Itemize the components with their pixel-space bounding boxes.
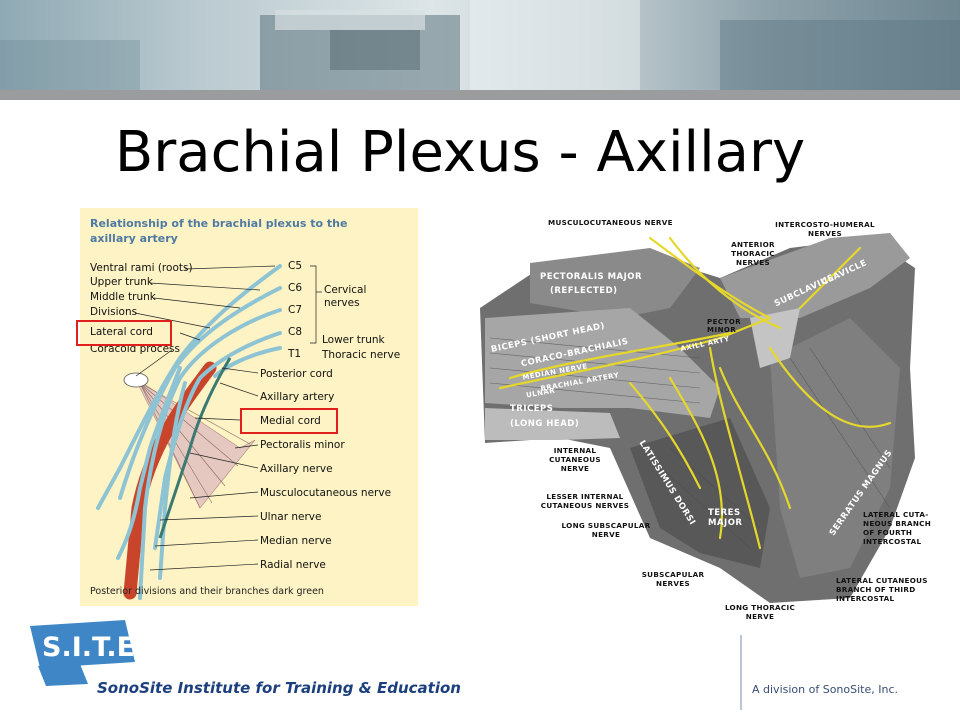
label-median-nerve: Median nerve (260, 535, 332, 547)
leader-lines (134, 265, 322, 571)
label-long-subscapular: LONG SUBSCAPULAR NERVE (561, 521, 651, 539)
muscle-reflected: (REFLECTED) (550, 286, 618, 296)
diagram-footnote: Posterior divisions and their branches d… (90, 586, 324, 597)
label-medial-cord: Medial cord (260, 415, 321, 427)
label-anterior-thoracic: ANTERIOR THORACIC NERVES (731, 240, 775, 267)
label-divisions: Divisions (90, 306, 138, 318)
yellow-nerves (498, 236, 892, 550)
label-intercosto-humeral: INTERCOSTO-HUMERAL NERVES (775, 220, 875, 238)
label-lesser-internal-cutaneous: LESSER INTERNAL CUTANEOUS NERVES (540, 492, 630, 510)
highlight-medial-cord (240, 408, 338, 434)
muscle-pector-minor: PECTOR MINOR (707, 318, 742, 334)
site-logo-icon: S.I.T.E. (30, 620, 145, 686)
footer-divider (740, 635, 742, 710)
dissection-graphic (480, 233, 915, 603)
footer-tagline: SonoSite Institute for Training & Educat… (97, 679, 461, 697)
brachial-plexus-diagram: Relationship of the brachial plexus to t… (76, 208, 418, 606)
header-banner-photo (0, 0, 960, 90)
label-lower-trunk: Lower trunk (322, 334, 385, 346)
label-ventral-rami: Ventral rami (roots) (90, 262, 193, 274)
footer-division-text: A division of SonoSite, Inc. (752, 683, 898, 696)
label-lateral-cord: Lateral cord (90, 326, 153, 338)
label-middle-trunk: Middle trunk (90, 291, 156, 303)
label-musculocutaneous-nerve-right: MUSCULOCUTANEOUS NERVE (548, 218, 673, 227)
label-internal-cutaneous: INTERNAL CUTANEOUS NERVE (549, 446, 601, 473)
banner-graphic (0, 0, 960, 90)
label-c7: C7 (288, 304, 303, 316)
label-upper-trunk: Upper trunk (90, 276, 153, 288)
coracoid-process-shape (123, 372, 149, 388)
label-pectoralis-minor: Pectoralis minor (260, 439, 345, 451)
highlight-lateral-cord (76, 320, 172, 346)
muscle-long-head: (LONG HEAD) (510, 419, 580, 429)
plexus-illustration (96, 264, 322, 600)
label-subscapular-nerves: SUBSCAPULAR NERVES (641, 570, 705, 588)
label-thoracic-nerve: Thoracic nerve (322, 349, 401, 361)
label-coracoid-process: Coracoid process (90, 343, 180, 355)
label-lateral-third-intercostal: LATERAL CUTANEOUS BRANCH OF THIRD INTERC… (836, 576, 928, 603)
slide-title: Brachial Plexus - Axillary (114, 120, 806, 185)
label-c5: C5 (288, 260, 303, 272)
logo-text: S.I.T.E. (42, 632, 140, 663)
label-axillary-nerve: Axillary nerve (260, 463, 333, 475)
label-c8: C8 (288, 326, 303, 338)
label-t1: T1 (288, 348, 302, 360)
header-divider-bar (0, 90, 960, 100)
muscle-pectoralis-major: PECTORALIS MAJOR (540, 272, 643, 282)
label-c6: C6 (288, 282, 303, 294)
posterior-divisions (158, 357, 232, 539)
diagram-title: Relationship of the brachial plexus to t… (90, 217, 348, 245)
label-long-thoracic: LONG THORACIC NERVE (724, 603, 796, 621)
muscle-triceps: TRICEPS (510, 404, 554, 414)
axilla-dissection-illustration: MUSCULOCUTANEOUS NERVE INTERCOSTO-HUMERA… (470, 208, 940, 621)
label-posterior-cord: Posterior cord (260, 368, 333, 380)
site-logo: S.I.T.E. (30, 618, 145, 688)
label-musculocutaneous-nerve: Musculocutaneous nerve (260, 487, 392, 499)
label-axillary-artery: Axillary artery (260, 391, 335, 403)
muscle-teres-major: TERES MAJOR (708, 508, 743, 528)
label-radial-nerve: Radial nerve (260, 559, 326, 571)
label-lateral-fourth-intercostal: LATERAL CUTA- NEOUS BRANCH OF FOURTH INT… (863, 510, 932, 546)
label-ulnar-nerve: Ulnar nerve (260, 511, 322, 523)
label-cervical-nerves: Cervical nerves (324, 284, 367, 309)
